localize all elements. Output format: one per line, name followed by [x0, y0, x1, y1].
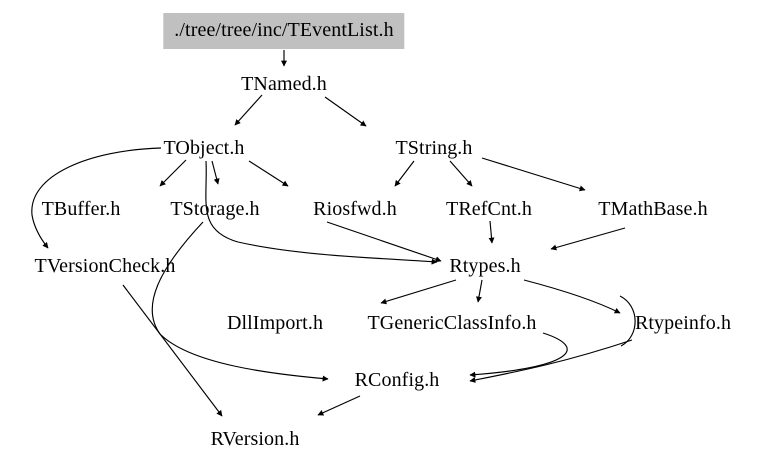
node-trefcnt[interactable]: TRefCnt.h	[446, 198, 532, 220]
edge-rtypeinfo-hook	[619, 295, 636, 347]
edge-tgenericclassinfo-rconfig	[469, 332, 568, 378]
node-tversioncheck[interactable]: TVersionCheck.h	[34, 255, 176, 277]
node-tstorage[interactable]: TStorage.h	[170, 198, 260, 220]
node-tmathbase[interactable]: TMathBase.h	[598, 198, 708, 220]
node-teventlist[interactable]: ./tree/tree/inc/TEventList.h	[163, 13, 405, 49]
edge-tstring-tmathbase	[481, 157, 586, 192]
edge-rtypes-tgenericclassinfo	[476, 279, 483, 303]
node-dllimport[interactable]: DllImport.h	[226, 312, 324, 334]
edge-tstorage-rconfig	[151, 221, 329, 382]
edge-tversioncheck-rversion	[122, 284, 223, 417]
edge-tobject-tstorage	[211, 160, 220, 185]
edge-rtypes-rtypeinfo	[523, 279, 621, 314]
node-rtypes[interactable]: Rtypes.h	[449, 255, 521, 277]
edge-rtypeinfo-rconfig	[469, 339, 633, 383]
edge-tstring-trefcnt	[449, 160, 473, 187]
edge-rconfig-rversion	[317, 395, 361, 416]
edge-tnamed-tobject	[234, 94, 263, 126]
edge-tobject-riosfwd	[248, 160, 289, 187]
node-tstring[interactable]: TString.h	[395, 137, 473, 159]
edge-tmathbase-rtypes	[550, 227, 626, 251]
edge-riosfwd-rtypes	[326, 221, 442, 263]
edge-tobject-tbuffer	[159, 159, 187, 187]
node-rconfig[interactable]: RConfig.h	[354, 369, 440, 391]
node-rversion[interactable]: RVersion.h	[210, 428, 300, 450]
node-tnamed[interactable]: TNamed.h	[241, 73, 327, 95]
node-tgenericclassinfo[interactable]: TGenericClassInfo.h	[367, 312, 537, 334]
node-rtypeinfo[interactable]: Rtypeinfo.h	[634, 312, 732, 334]
node-tbuffer[interactable]: TBuffer.h	[41, 198, 121, 220]
node-riosfwd[interactable]: Riosfwd.h	[313, 198, 397, 220]
edge-trefcnt-rtypes	[488, 220, 495, 244]
edge-rtypes-dllimport	[380, 279, 457, 305]
node-tobject[interactable]: TObject.h	[163, 137, 245, 159]
edge-tnamed-tstring	[324, 96, 367, 127]
edge-tstring-riosfwd	[394, 160, 415, 187]
